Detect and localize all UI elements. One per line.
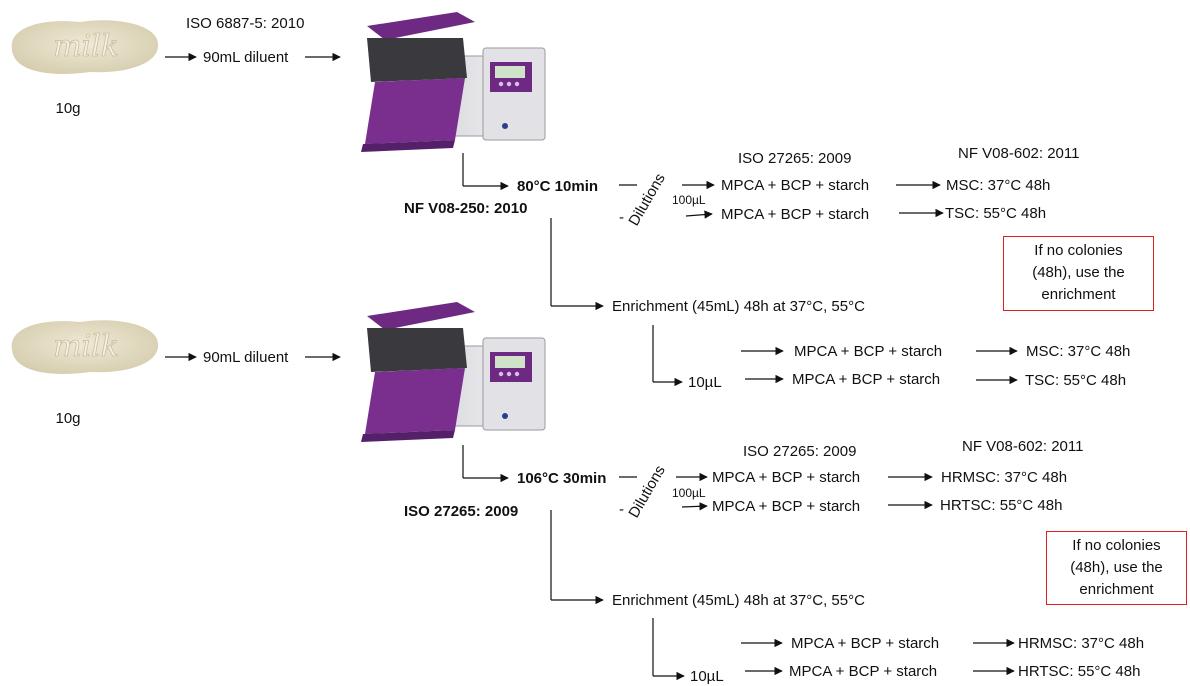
bottom-dash: -: [619, 501, 624, 518]
bottom-heat-standard: ISO 27265: 2009: [404, 503, 518, 520]
top-volume-100: 100µL: [672, 193, 706, 207]
arrow-to-medium-2-bottom: [681, 502, 708, 511]
bottom-incubation-standard: NF V08-602: 2011: [962, 438, 1083, 455]
top-enr-medium-1: MPCA + BCP + starch: [794, 343, 942, 360]
bottom-enr-result-1: HRMSC: 37°C 48h: [1018, 635, 1144, 652]
top-medium-1: MPCA + BCP + starch: [721, 177, 869, 194]
bottom-volume-10: 10µL: [690, 668, 724, 685]
bottom-enrichment: Enrichment (45mL) 48h at 37°C, 55°C: [612, 592, 865, 609]
bottom-enr-result-2: HRTSC: 55°C 48h: [1018, 663, 1140, 680]
top-result-2: TSC: 55°C 48h: [945, 205, 1046, 222]
top-result-1: MSC: 37°C 48h: [946, 177, 1050, 194]
bottom-milk-powder: milk: [11, 320, 159, 374]
top-volume-10: 10µL: [688, 374, 722, 391]
top-note-line-1: If no colonies: [1034, 242, 1123, 259]
top-dilutions-label: Dilutions: [625, 171, 668, 229]
top-note-line-2: (48h), use the: [1032, 264, 1125, 281]
bottom-heat-treatment: 106°C 30min: [517, 470, 606, 487]
bottom-medium-2: MPCA + BCP + starch: [712, 498, 860, 515]
bottom-plate-standard: ISO 27265: 2009: [743, 443, 856, 460]
top-plate-standard: ISO 27265: 2009: [738, 150, 851, 167]
bottom-note-line-1: If no colonies: [1072, 537, 1161, 554]
bottom-volume-100: 100µL: [672, 486, 706, 500]
top-enr-result-1: MSC: 37°C 48h: [1026, 343, 1130, 360]
bottom-blender-image: [361, 302, 546, 442]
top-incubation-standard: NF V08-602: 2011: [958, 145, 1079, 162]
top-medium-2: MPCA + BCP + starch: [721, 206, 869, 223]
bottom-note-box: If no colonies (48h), use the enrichment: [1046, 531, 1187, 605]
bottom-medium-1: MPCA + BCP + starch: [712, 469, 860, 486]
top-heat-treatment: 80°C 10min: [517, 178, 598, 195]
svg-text:milk: milk: [53, 29, 119, 64]
bottom-diluent: 90mL diluent: [203, 349, 289, 366]
bottom-note-line-2: (48h), use the: [1070, 559, 1163, 576]
top-enr-result-2: TSC: 55°C 48h: [1025, 372, 1126, 389]
arrow-to-medium-2-top: [685, 210, 713, 219]
svg-text:milk: milk: [53, 329, 119, 364]
bottom-sample-weight: 10g: [55, 410, 80, 427]
bottom-result-2: HRTSC: 55°C 48h: [940, 497, 1062, 514]
top-note-line-3: enrichment: [1041, 286, 1116, 303]
top-diluent: 90mL diluent: [203, 49, 289, 66]
bottom-enr-medium-1: MPCA + BCP + starch: [791, 635, 939, 652]
top-note-box: If no colonies (48h), use the enrichment: [1003, 236, 1154, 311]
top-standard-iso6887: ISO 6887-5: 2010: [186, 15, 304, 32]
top-milk-powder: milk: [11, 20, 159, 74]
top-blender-image: [361, 12, 546, 152]
bottom-result-1: HRMSC: 37°C 48h: [941, 469, 1067, 486]
bottom-dilutions-label: Dilutions: [625, 463, 668, 521]
top-enr-medium-2: MPCA + BCP + starch: [792, 371, 940, 388]
top-heat-standard: NF V08-250: 2010: [404, 200, 527, 217]
top-enrichment: Enrichment (45mL) 48h at 37°C, 55°C: [612, 298, 865, 315]
bottom-note-line-3: enrichment: [1079, 581, 1154, 598]
top-dash: -: [619, 209, 624, 226]
top-sample-weight: 10g: [55, 100, 80, 117]
bottom-enr-medium-2: MPCA + BCP + starch: [789, 663, 937, 680]
